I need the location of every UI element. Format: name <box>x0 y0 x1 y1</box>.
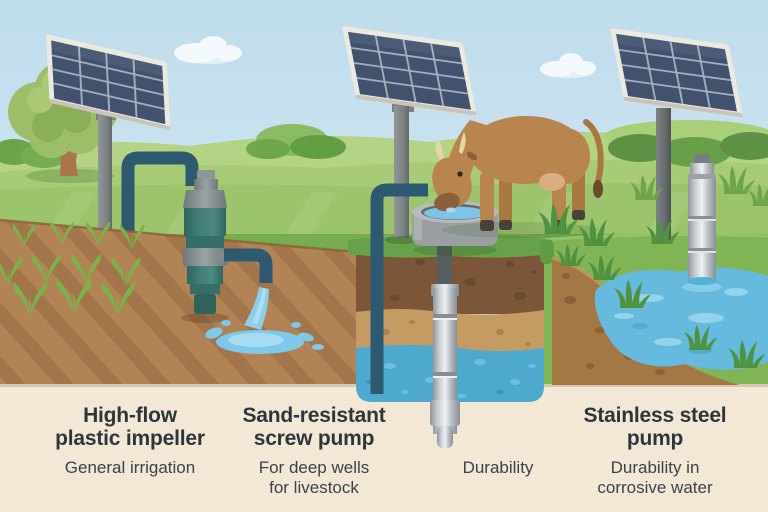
cow-body <box>468 116 584 184</box>
caption-subtitle-line: Durability in <box>610 458 700 477</box>
trough-water <box>424 206 486 220</box>
bushes-center <box>246 124 346 159</box>
caption-panel-background <box>0 384 768 512</box>
caption-title-line: screw pump <box>253 427 375 450</box>
caption-durability: Durability <box>398 402 598 478</box>
well-casing-pipe <box>370 183 428 394</box>
caption-title-line: plastic impeller <box>55 427 205 450</box>
caption-subtitle-line: For deep wells <box>258 458 370 477</box>
caption-subtitle: Durability <box>398 458 598 478</box>
pipe-arch-left <box>121 151 199 246</box>
outlet-pipe <box>224 248 273 283</box>
caption-title-line: Sand-resistant <box>242 404 386 427</box>
caption-title: High-flow plastic impeller <box>20 402 240 452</box>
well-corner-grass <box>540 240 554 264</box>
caption-title: Sand-resistant screw pump <box>204 402 424 452</box>
cow-muzzle <box>434 192 460 212</box>
cow-horn <box>459 132 466 154</box>
caption-title-line: Stainless steel <box>583 404 727 427</box>
caption-impeller-pump: High-flow plastic impeller General irrig… <box>20 402 240 478</box>
solar-panel-right <box>610 28 743 118</box>
drinking-water-drop <box>446 207 456 213</box>
caption-subtitle-line: corrosive water <box>597 478 713 497</box>
caption-subtitle-line: Durability <box>462 458 534 477</box>
cow-udder <box>539 173 565 191</box>
solar-pole-left <box>98 112 112 242</box>
caption-subtitle: For deep wells for livestock <box>204 458 424 498</box>
caption-subtitle-line: for livestock <box>269 478 359 497</box>
impeller-pump <box>181 170 229 323</box>
stainless-steel-pump <box>687 154 717 285</box>
caption-subtitle: Durability in corrosive water <box>545 458 765 498</box>
submersible-screw-pump <box>430 284 460 448</box>
solar-panel-center <box>342 26 477 116</box>
trough-riser-pipe <box>437 236 452 292</box>
grass-edge-highlight <box>539 233 768 242</box>
caption-subtitle: General irrigation <box>20 458 240 478</box>
caption-title-line: High-flow <box>83 404 177 427</box>
caption-title-line: pump <box>626 427 684 450</box>
pole-shadow <box>385 236 417 244</box>
caption-panel: High-flow plastic impeller General irrig… <box>0 385 768 512</box>
cow-tail <box>583 119 604 185</box>
cow-horn <box>435 138 444 160</box>
water-trough <box>412 201 498 256</box>
caption-screw-pump: Sand-resistant screw pump For deep wells… <box>204 402 424 498</box>
caption-stainless-pump: Stainless steel pump Durability in corro… <box>545 402 765 498</box>
solar-pole-right <box>656 108 671 240</box>
caption-title: Stainless steel pump <box>545 402 765 452</box>
cloud-left <box>174 36 242 64</box>
solar-pole-center <box>394 106 409 238</box>
solar-panel-left <box>46 34 171 131</box>
caption-subtitle-line: General irrigation <box>64 458 196 477</box>
cow-eye <box>457 171 463 177</box>
pump-reflection <box>682 282 722 292</box>
irrigation-water <box>205 287 324 354</box>
cloud-right <box>540 53 596 78</box>
